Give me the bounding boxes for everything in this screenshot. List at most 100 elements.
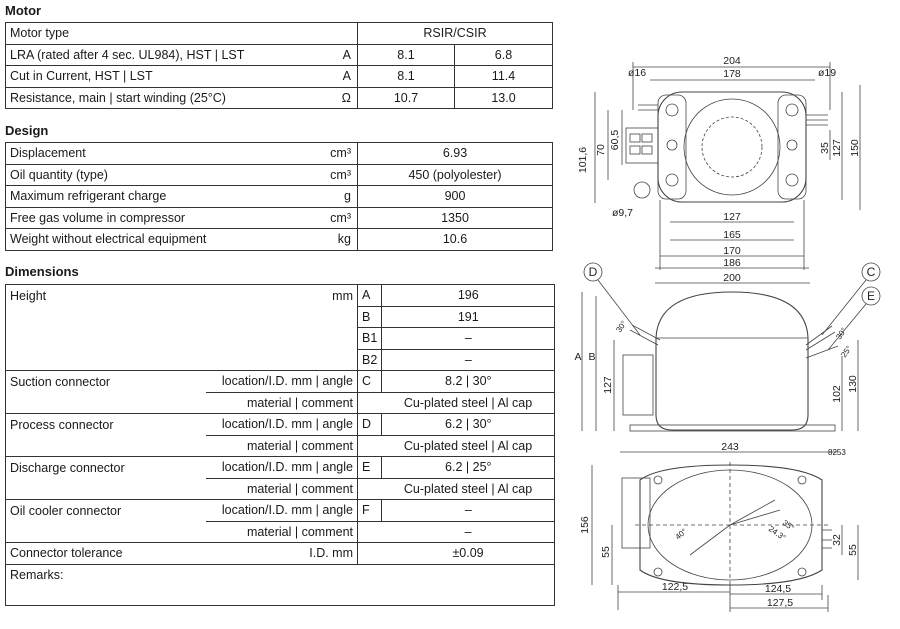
table-row: Maximum refrigerant charge g 900 (5, 185, 553, 208)
dimensions-heading: Dimensions (5, 264, 79, 279)
weight-label: Weight without electrical equipment (10, 232, 207, 247)
top-view: 204 178 ø16 ø19 101,6 70 60,5 35 (577, 55, 861, 270)
dim-127-h: 127 (723, 211, 741, 223)
dim-d16: ø16 (628, 67, 646, 79)
oil-unit: cm³ (330, 167, 351, 182)
dim-d9-7: ø9,7 (612, 207, 633, 219)
oil-cell: Oil quantity (type) cm³ (5, 163, 358, 186)
dim-b: B (588, 351, 595, 363)
height-unit: mm (205, 284, 358, 306)
dimensions-table: Height mm A 196 B 191 B1 – B2 – Suction … (4, 284, 556, 606)
motor-table: Motor type RSIR/CSIR LRA (rated after 4 … (5, 22, 553, 109)
suction-letter: C (356, 370, 383, 393)
drawing-ref: 8253 (828, 448, 846, 457)
dim-243: 243 (721, 441, 739, 453)
oil-value: 450 (polyolester) (357, 163, 553, 186)
discharge-label: Discharge connector (5, 456, 206, 478)
label-d-circle (583, 262, 603, 282)
dim-127-side: 127 (602, 376, 614, 394)
oilcooler-label: Oil cooler connector (5, 499, 206, 521)
table-row: Height mm A 196 (5, 284, 556, 307)
angle-30-right: 30° (834, 326, 848, 341)
discharge-val2: Cu-plated steel | Al cap (381, 477, 556, 500)
dim-102: 102 (831, 385, 843, 403)
dim-124-5: 124,5 (765, 583, 791, 595)
process-letter: D (356, 413, 383, 436)
oilcooler-val1: – (381, 499, 556, 522)
side-view: 200 D C E 30° 30° 25° A B 127 102 (574, 262, 881, 457)
resistance-cell: Resistance, main | start winding (25°C) … (5, 86, 358, 109)
displacement-cell: Displacement cm³ (5, 142, 358, 165)
technical-drawings: 204 178 ø16 ø19 101,6 70 60,5 35 (560, 0, 900, 626)
label-e: E (867, 289, 875, 303)
dim-70: 70 (595, 144, 607, 156)
height-letter-b2: B2 (356, 348, 383, 371)
table-row: Connector tolerance I.D. mm ±0.09 (5, 542, 556, 565)
angle-40: 40° (674, 527, 689, 542)
dim-32: 32 (831, 534, 843, 546)
dim-165: 165 (723, 229, 741, 241)
process-val2: Cu-plated steel | Al cap (381, 434, 556, 457)
design-heading: Design (5, 123, 49, 138)
displacement-label: Displacement (10, 146, 86, 161)
lra-cell: LRA (rated after 4 sec. UL984), HST | LS… (5, 43, 358, 66)
oilcooler-sub2: material | comment (205, 520, 358, 543)
oilcooler-sub1: location/I.D. mm | angle (205, 499, 358, 522)
gas-volume-value: 1350 (357, 206, 553, 229)
oilcooler-val2: – (381, 520, 556, 543)
suction-sub2: material | comment (205, 391, 358, 414)
angle-35: 35° (781, 518, 796, 532)
process-label: Process connector (5, 413, 206, 435)
motor-type-value: RSIR/CSIR (357, 22, 553, 45)
height-value-b: 191 (381, 305, 556, 328)
dim-150: 150 (849, 139, 861, 157)
dim-204: 204 (723, 55, 741, 67)
label-d: D (589, 265, 598, 279)
table-row: Displacement cm³ 6.93 (5, 142, 553, 165)
suction-val2: Cu-plated steel | Al cap (381, 391, 556, 414)
table-row: material | comment Cu-plated steel | Al … (5, 391, 556, 414)
resistance-unit: Ω (341, 90, 351, 105)
weight-value: 10.6 (357, 228, 553, 251)
dim-d19: ø19 (818, 67, 836, 79)
dim-130: 130 (847, 375, 859, 393)
gas-volume-unit: cm³ (330, 210, 351, 225)
oilcooler-letter: F (356, 499, 383, 522)
table-row: Remarks: (4, 563, 556, 606)
height-value-b2: – (381, 348, 556, 371)
table-row: Free gas volume in compressor cm³ 1350 (5, 206, 553, 229)
table-row: Oil quantity (type) cm³ 450 (polyolester… (5, 163, 553, 186)
angle-30-left: 30° (614, 319, 628, 334)
dim-156: 156 (579, 516, 591, 534)
weight-cell: Weight without electrical equipment kg (5, 228, 358, 251)
dim-122-5: 122,5 (662, 581, 688, 593)
height-letter-b1: B1 (356, 327, 383, 350)
resistance-label: Resistance, main | start winding (25°C) (10, 90, 226, 105)
dim-178: 178 (723, 68, 741, 80)
cutin-unit: A (342, 69, 351, 84)
design-table: Displacement cm³ 6.93 Oil quantity (type… (5, 142, 553, 251)
dim-186: 186 (723, 257, 741, 269)
label-e-circle (861, 286, 881, 306)
dim-127-5: 127,5 (767, 597, 793, 609)
tolerance-unit: I.D. mm (205, 542, 358, 565)
displacement-unit: cm³ (330, 146, 351, 161)
label-c-circle (861, 262, 881, 282)
table-row: Oil cooler connector location/I.D. mm | … (5, 499, 556, 522)
oil-label: Oil quantity (type) (10, 167, 108, 182)
process-val1: 6.2 | 30° (381, 413, 556, 436)
refrigerant-unit: g (344, 189, 351, 204)
refrigerant-cell: Maximum refrigerant charge g (5, 185, 358, 208)
table-row: material | comment – (5, 520, 556, 543)
bottom-view: 40° 24.3° 35° 156 55 32 55 122,5 124,5 1… (579, 462, 859, 612)
remarks-label: Remarks: (4, 563, 556, 606)
label-c: C (867, 265, 876, 279)
cutin-hst: 8.1 (357, 65, 455, 88)
table-row: LRA (rated after 4 sec. UL984), HST | LS… (5, 43, 553, 66)
weight-unit: kg (337, 232, 351, 247)
table-row: Discharge connector location/I.D. mm | a… (5, 456, 556, 479)
discharge-sub1: location/I.D. mm | angle (205, 456, 358, 479)
compressor-drawing: 204 178 ø16 ø19 101,6 70 60,5 35 (574, 55, 881, 612)
discharge-val1: 6.2 | 25° (381, 456, 556, 479)
cutin-cell: Cut in Current, HST | LST A (5, 65, 358, 88)
